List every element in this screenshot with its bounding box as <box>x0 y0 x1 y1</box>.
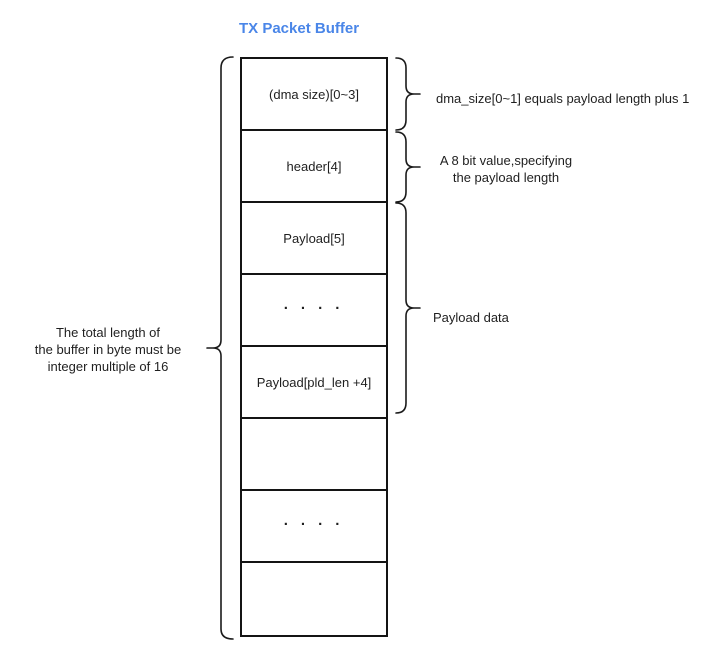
buffer-row-padding-ellipsis: · · · · <box>242 491 386 563</box>
dma-size-brace <box>395 57 421 131</box>
note-line: The total length of <box>55 325 161 340</box>
dma-size-note: dma_size[0~1] equals payload length plus… <box>436 91 690 106</box>
diagram-title: TX Packet Buffer <box>239 20 360 37</box>
buffer-row-label: header[4] <box>286 158 342 174</box>
buffer-row-label: Payload[pld_len +4] <box>256 374 372 390</box>
tx-packet-buffer-stack: (dma size)[0~3] header[4] Payload[5] · ·… <box>240 57 388 637</box>
left-total-length-brace <box>206 56 234 640</box>
header-length-note: A 8 bit value,specifying the payload len… <box>424 152 588 186</box>
buffer-row-payload-first: Payload[5] <box>242 203 386 275</box>
note-line: the payload length <box>452 170 560 185</box>
header-brace <box>395 131 421 203</box>
buffer-row-empty-1 <box>242 419 386 491</box>
buffer-row-empty-2 <box>242 563 386 635</box>
buffer-row-payload-ellipsis: · · · · <box>242 275 386 347</box>
buffer-row-header: header[4] <box>242 131 386 203</box>
payload-brace <box>395 202 421 414</box>
ellipsis-dots: · · · · <box>283 515 345 533</box>
buffer-row-label: (dma size)[0~3] <box>269 86 359 102</box>
note-line: the buffer in byte must be <box>34 342 182 357</box>
note-line: integer multiple of 16 <box>47 359 169 374</box>
buffer-row-dma-size: (dma size)[0~3] <box>242 59 386 131</box>
buffer-row-label: Payload[5] <box>283 230 345 246</box>
ellipsis-dots: · · · · <box>283 299 345 317</box>
payload-data-note: Payload data <box>433 310 509 325</box>
total-length-note: The total length of the buffer in byte m… <box>18 324 198 375</box>
note-line: A 8 bit value,specifying <box>439 153 573 168</box>
buffer-row-payload-last: Payload[pld_len +4] <box>242 347 386 419</box>
